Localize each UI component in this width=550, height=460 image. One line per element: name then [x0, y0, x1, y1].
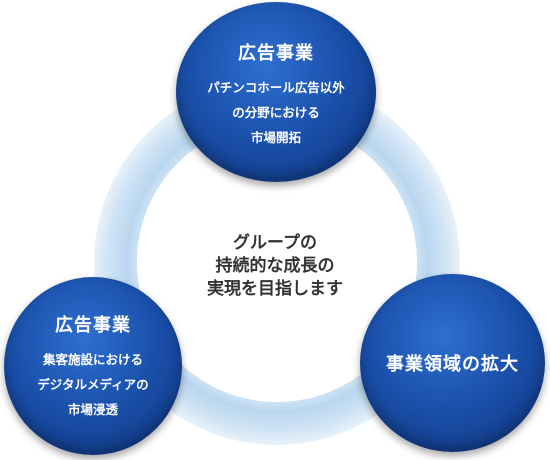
- top-node-title: 広告事業: [238, 42, 314, 64]
- central-goal: グループの 持続的な成長の 実現を目指します: [185, 232, 365, 301]
- right-node-title: 事業領域の拡大: [386, 354, 519, 375]
- top-node-line-1: パチンコホール広告以外: [207, 79, 345, 95]
- central-goal-line-2: 持続的な成長の: [215, 256, 335, 276]
- top-node-advertising: 広告事業 パチンコホール広告以外 の分野における 市場開拓: [176, 2, 376, 182]
- top-node-line-3: 市場開拓: [250, 129, 301, 145]
- ring-hole: [137, 122, 417, 402]
- left-node-title: 広告事業: [55, 314, 131, 336]
- left-node-line-3: 市場浸透: [67, 401, 118, 417]
- left-node-advertising: 広告事業 集客施設における デジタルメディアの 市場浸透: [4, 277, 182, 455]
- central-goal-line-1: グループの: [233, 233, 317, 253]
- right-node-business-expansion: 事業領域の拡大: [360, 274, 545, 452]
- central-goal-line-3: 実現を目指します: [207, 279, 343, 299]
- left-node-line-2: デジタルメディアの: [37, 376, 149, 392]
- left-node-line-1: 集客施設における: [42, 351, 143, 367]
- top-node-line-2: の分野における: [232, 104, 320, 120]
